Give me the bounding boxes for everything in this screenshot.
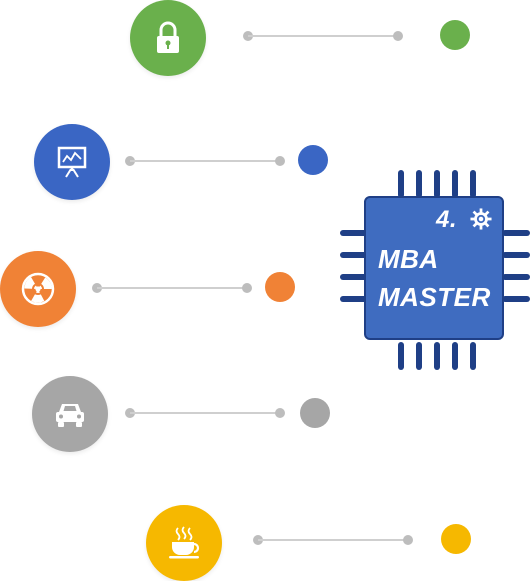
chip-pin <box>398 170 404 198</box>
chip-pin <box>502 230 530 236</box>
gear-icon <box>470 208 492 230</box>
lock-icon <box>157 21 179 53</box>
chip-title-line1: MBA <box>378 244 439 274</box>
connector-end-dot <box>393 31 403 41</box>
chip-pin <box>502 252 530 258</box>
status-dot-gray <box>300 398 330 428</box>
coffee-node <box>146 505 222 581</box>
connector-line <box>130 160 280 162</box>
lock-node <box>130 0 206 76</box>
connector-end-dot <box>242 283 252 293</box>
presentation-board-icon <box>57 146 87 178</box>
chip-pin <box>340 296 368 302</box>
status-dot-blue <box>298 145 328 175</box>
connector-line <box>248 35 398 37</box>
radiation-node <box>0 251 76 327</box>
chip-pin <box>398 342 404 370</box>
mba-master-chip: 4. MBA MASTER <box>340 170 530 370</box>
radiation-icon <box>21 272 55 306</box>
chip-pin <box>452 342 458 370</box>
connector-line <box>97 287 247 289</box>
chip-pin <box>416 170 422 198</box>
connector-line <box>130 412 280 414</box>
chip-pin <box>470 170 476 198</box>
connector-line <box>258 539 408 541</box>
chip-pin <box>340 252 368 258</box>
chip-pin <box>502 296 530 302</box>
connector-end-dot <box>403 535 413 545</box>
chip-pin <box>452 170 458 198</box>
chip-pin <box>340 230 368 236</box>
presentation-node <box>34 124 110 200</box>
connector-end-dot <box>275 156 285 166</box>
chip-pin <box>502 274 530 280</box>
chip-pin <box>416 342 422 370</box>
status-dot-yellow <box>441 524 471 554</box>
status-dot-orange <box>265 272 295 302</box>
chip-pin <box>340 274 368 280</box>
chip-version-label: 4. <box>436 206 458 233</box>
car-icon <box>56 404 84 427</box>
chip-pin <box>434 342 440 370</box>
status-dot-green <box>440 20 470 50</box>
coffee-cup-icon <box>169 526 200 559</box>
chip-pin <box>434 170 440 198</box>
car-node <box>32 376 108 452</box>
connector-end-dot <box>275 408 285 418</box>
chip-pin <box>470 342 476 370</box>
chip-title-line2: MASTER <box>378 282 491 312</box>
